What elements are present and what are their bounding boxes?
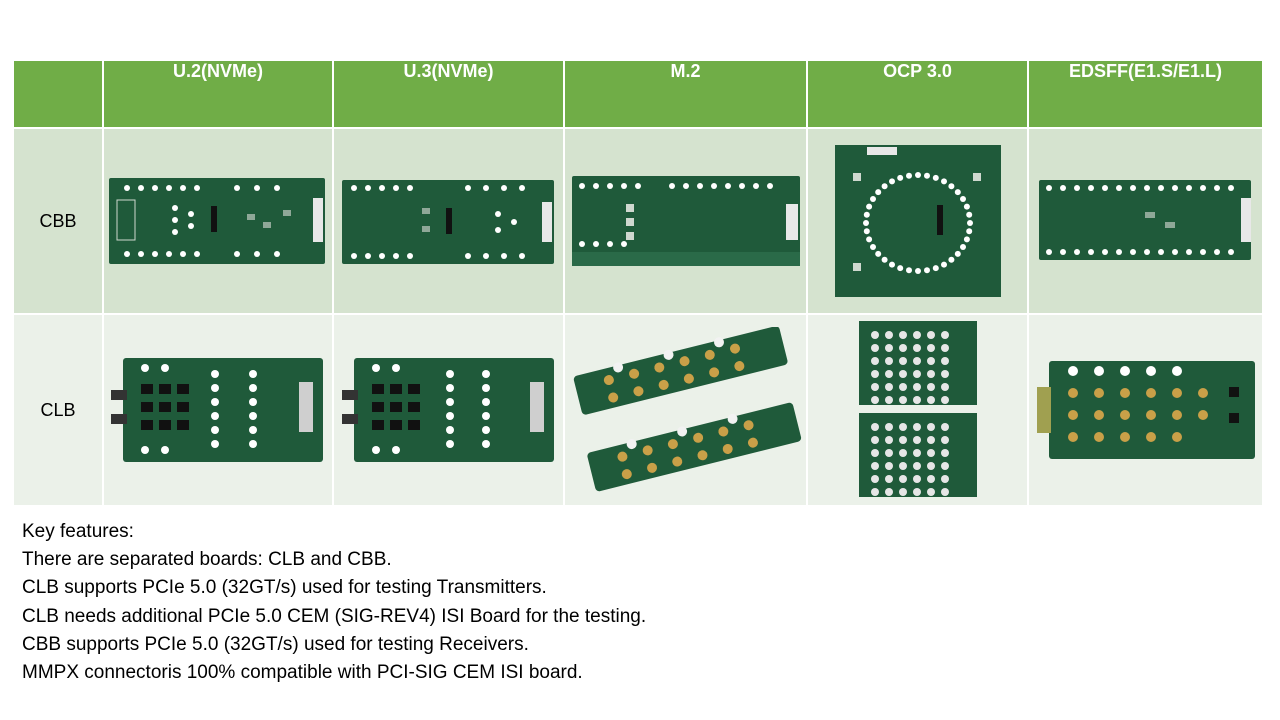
feature-line: There are separated boards: CLB and CBB. bbox=[22, 549, 392, 571]
column-header-edsff: EDSFF(E1.S/E1.L) bbox=[1027, 59, 1264, 129]
row-cbb: CBB bbox=[12, 127, 1264, 315]
ocp3-cbb-board-photo bbox=[806, 127, 1029, 315]
m2-clb-board-photo bbox=[563, 313, 808, 507]
u2-cbb-board-photo bbox=[102, 127, 334, 315]
column-header-m2: M.2 bbox=[563, 59, 808, 129]
edsff-cbb-board-photo bbox=[1027, 127, 1264, 315]
u2-clb-board-photo bbox=[102, 313, 334, 507]
feature-line: CBB supports PCIe 5.0 (32GT/s) used for … bbox=[22, 633, 529, 655]
features-heading: Key features: bbox=[22, 521, 134, 542]
u3-clb-board-photo bbox=[332, 313, 565, 507]
header-row: U.2(NVMe) U.3(NVMe) M.2 OCP 3.0 EDSFF(E1… bbox=[12, 59, 1264, 129]
edsff-clb-board-photo bbox=[1027, 313, 1264, 507]
feature-line: CLB needs additional PCIe 5.0 CEM (SIG-R… bbox=[22, 605, 647, 627]
row-clb: CLB bbox=[12, 313, 1264, 507]
column-header-ocp3: OCP 3.0 bbox=[806, 59, 1029, 129]
board-comparison-table: U.2(NVMe) U.3(NVMe) M.2 OCP 3.0 EDSFF(E1… bbox=[12, 59, 1264, 507]
row-label-cbb: CBB bbox=[12, 127, 104, 315]
column-header-u2: U.2(NVMe) bbox=[102, 59, 334, 129]
m2-cbb-board-photo bbox=[563, 127, 808, 315]
column-header-u3: U.3(NVMe) bbox=[332, 59, 565, 129]
feature-line: CLB supports PCIe 5.0 (32GT/s) used for … bbox=[22, 577, 547, 599]
corner-cell bbox=[12, 59, 104, 129]
key-features: Key features: There are separated boards… bbox=[22, 518, 646, 687]
feature-line: MMPX connectoris 100% compatible with PC… bbox=[22, 662, 583, 684]
row-label-clb: CLB bbox=[12, 313, 104, 507]
u3-cbb-board-photo bbox=[332, 127, 565, 315]
ocp3-clb-board-photo bbox=[806, 313, 1029, 507]
